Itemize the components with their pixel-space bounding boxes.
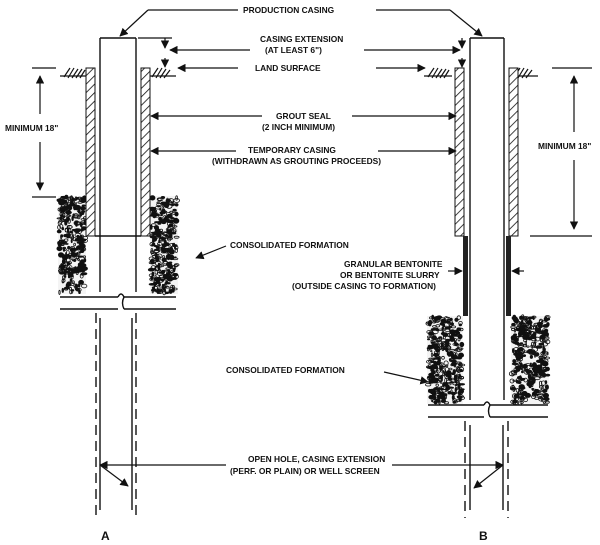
casing-extension-note: (AT LEAST 6") (265, 45, 322, 55)
grout-seal-note: (2 INCH MINIMUM) (262, 122, 335, 132)
land-surface-b-left (424, 67, 452, 79)
minimum-18-label-a: MINIMUM 18" (5, 123, 58, 133)
grout-seal-a-left (85, 67, 96, 237)
well-screen-a (99, 318, 133, 510)
grout-seal-b-left (454, 67, 465, 237)
consolidated-formation-b-label: CONSOLIDATED FORMATION (226, 365, 345, 375)
land-surface-label: LAND SURFACE (255, 63, 321, 73)
land-surface-a-right (150, 67, 176, 79)
casing-extension-label: CASING EXTENSION (260, 34, 343, 44)
bentonite-label-3: (OUTSIDE CASING TO FORMATION) (292, 281, 436, 291)
bentonite-label-2: OR BENTONITE SLURRY (340, 270, 440, 280)
panel-a: MINIMUM 18" A (5, 37, 180, 543)
break-mark-a (60, 293, 176, 310)
open-hole-label-2: (PERF. OR PLAIN) OR WELL SCREEN (230, 466, 380, 476)
break-mark-b (428, 401, 548, 418)
panel-b-label: B (479, 529, 488, 543)
callout-labels: PRODUCTION CASING CASING EXTENSION (AT L… (212, 5, 443, 476)
production-casing-b (469, 37, 505, 400)
open-hole-b (464, 421, 509, 518)
grout-seal-label: GROUT SEAL (276, 111, 331, 121)
panel-b: MINIMUM 18" B (424, 37, 592, 543)
callouts (99, 9, 524, 489)
well-screen-b (469, 425, 504, 510)
production-casing-label: PRODUCTION CASING (243, 5, 334, 15)
consolidated-formation-a-right (147, 195, 180, 296)
minimum-18-dimension-a (32, 67, 56, 198)
minimum-18-label-b: MINIMUM 18" (538, 141, 591, 151)
consolidated-formation-a-left (56, 194, 89, 295)
temporary-casing-label: TEMPORARY CASING (248, 145, 336, 155)
production-casing-a (95, 37, 141, 292)
consolidated-formation-b-left (425, 314, 466, 405)
bentonite-label-1: GRANULAR BENTONITE (344, 259, 443, 269)
open-hole-label-1: OPEN HOLE, CASING EXTENSION (248, 454, 385, 464)
consolidated-formation-b-right (508, 314, 551, 406)
open-hole-a (95, 313, 137, 518)
minimum-18-dimension-b (530, 67, 592, 237)
grout-seal-b-right (508, 67, 519, 237)
grout-seal-a-right (140, 67, 151, 237)
bentonite-seal-b-right (506, 236, 511, 316)
bentonite-seal-b-left (463, 236, 468, 316)
temporary-casing-note: (WITHDRAWN AS GROUTING PROCEEDS) (212, 156, 381, 166)
consolidated-formation-a-label: CONSOLIDATED FORMATION (230, 240, 349, 250)
land-surface-a-left (60, 67, 88, 79)
panel-a-label: A (101, 529, 110, 543)
